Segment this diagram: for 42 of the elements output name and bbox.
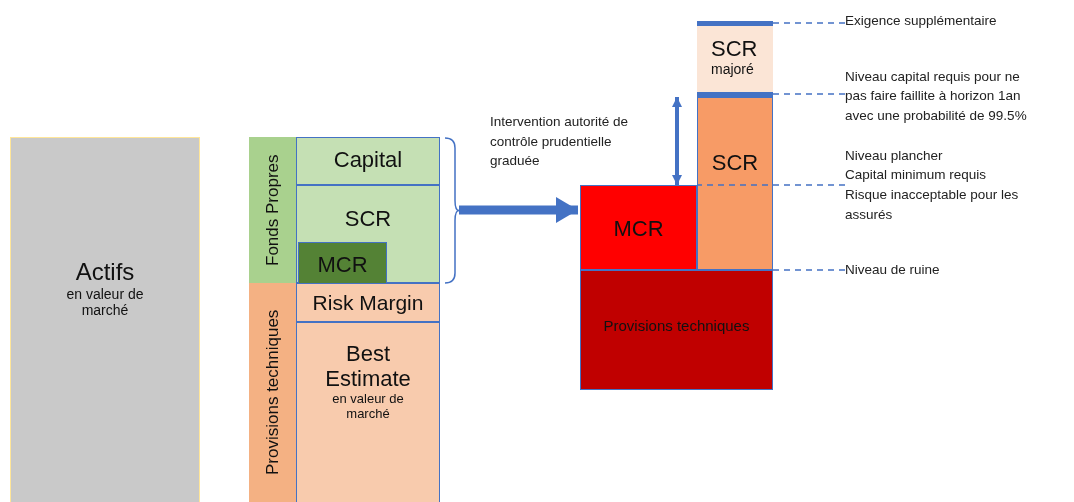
- leader-line: [696, 184, 846, 186]
- annotation-text: Niveau plancher: [845, 146, 943, 165]
- asset-sublabel: en valeur de marché: [65, 285, 145, 318]
- equity-band: [249, 137, 296, 283]
- block-label: Risk Margin: [312, 291, 424, 316]
- scr-majore-block: [697, 26, 773, 92]
- mcr-block: [298, 242, 387, 284]
- provisions-band: [249, 283, 296, 502]
- mcr-block: [580, 185, 697, 270]
- block-label: Capital: [333, 147, 403, 173]
- annotation-text: Intervention autorité de contrôle prudentielle graduée: [490, 113, 630, 171]
- block-label: SCR: [344, 206, 392, 232]
- best-estimate-block: [296, 322, 440, 502]
- provisions-block: [580, 270, 773, 390]
- extra-requirement-bar: [697, 21, 773, 26]
- annotation-text: Capital minimum requis: [845, 166, 987, 185]
- scr-block: [697, 97, 773, 270]
- block-label: MCR: [613, 216, 664, 242]
- annotation-text: Risque inacceptable pour les assurés: [845, 186, 1020, 224]
- block-sublabel: majoré: [711, 61, 754, 78]
- block-label: MCR: [317, 252, 368, 278]
- annotation-text: Exigence supplémentaire: [845, 12, 997, 31]
- block-label: Best Estimate: [324, 341, 412, 392]
- block-sublabel: en valeur de marché: [331, 391, 405, 422]
- leader-line: [772, 93, 846, 95]
- leader-line: [772, 22, 846, 24]
- block-label: Provisions techniques: [603, 317, 750, 335]
- scr-level-bar: [697, 92, 773, 97]
- band-label: Fonds Propres: [262, 154, 283, 266]
- band-label: Provisions techniques: [262, 309, 283, 476]
- scr-block: [296, 185, 440, 283]
- block-label: SCR: [711, 36, 758, 62]
- annotation-text: Niveau capital requis pour ne pas faire faillite à horizon 1an avec une probabilité de 99.5%: [845, 67, 1028, 125]
- annotation-text: Niveau de ruine: [845, 261, 940, 280]
- block-label: SCR: [711, 150, 759, 176]
- risk-margin-block: [296, 283, 440, 322]
- arrow: [459, 197, 578, 223]
- arrow: [672, 97, 682, 185]
- asset-bar: [10, 137, 200, 502]
- leader-line: [772, 269, 846, 271]
- capital-block: [296, 137, 440, 185]
- asset-label: Actifs: [75, 258, 135, 286]
